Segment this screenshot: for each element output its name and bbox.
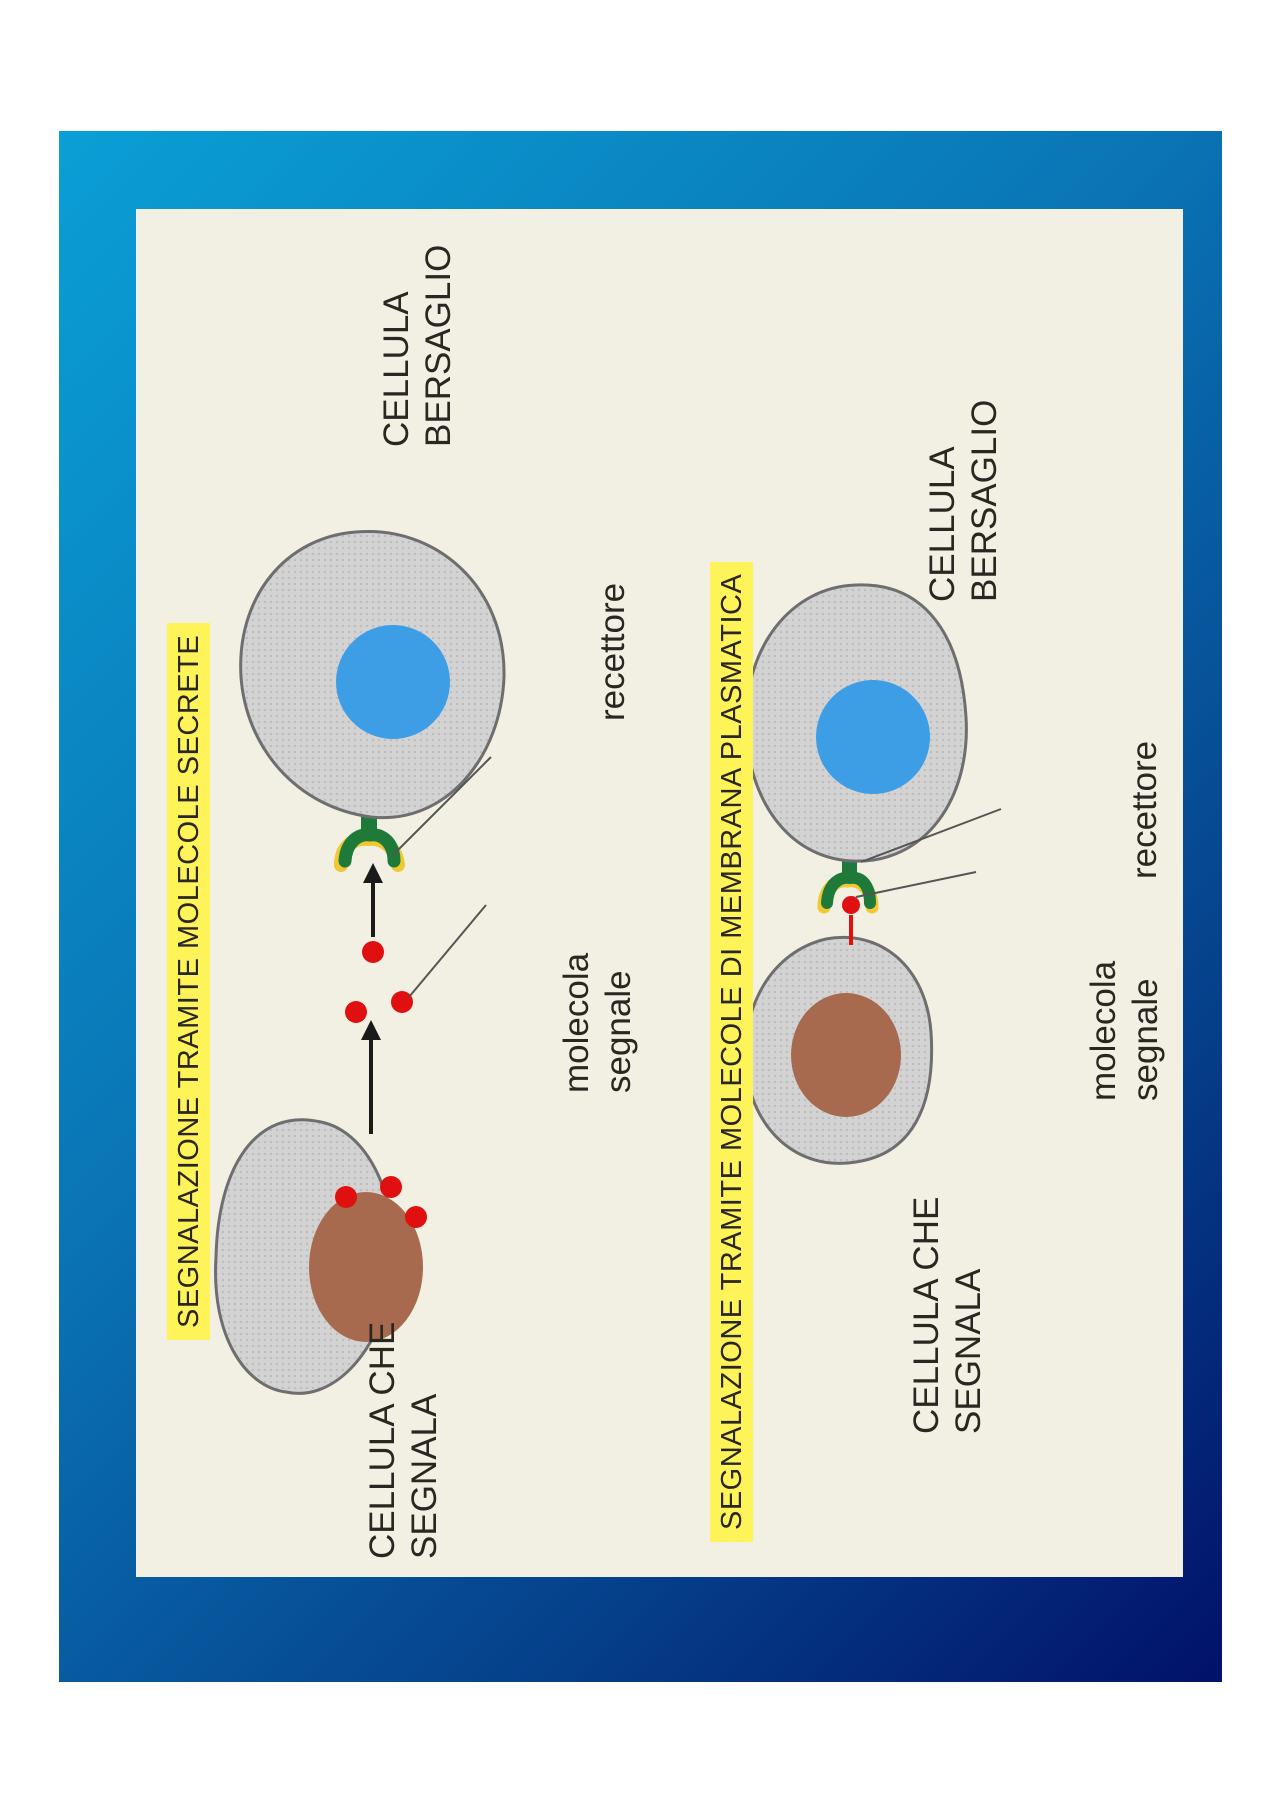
bottom-signal-nucleus (791, 993, 901, 1117)
top-free-molecule (391, 991, 413, 1013)
cell-diagram (214, 529, 1002, 1395)
label-bottom-molecule: molecola segnale (1084, 960, 1165, 1101)
top-free-molecule (362, 941, 384, 963)
slide-background: SEGNALAZIONE TRAMITE MOLECOLE SECRETE SE… (59, 131, 1222, 1682)
top-free-molecule (345, 1001, 367, 1023)
top-receptor (334, 815, 405, 872)
label-top-molecule: molecola segnale (557, 952, 638, 1093)
top-target-cell (239, 529, 506, 820)
label-top-signal-cell: CELLULA CHE SEGNALA (363, 1321, 444, 1559)
diagram-panel: SEGNALAZIONE TRAMITE MOLECOLE SECRETE SE… (136, 209, 1183, 1577)
top-inner-molecule (405, 1206, 427, 1228)
label-top-receptor: recettore (593, 582, 632, 721)
bottom-signal-molecule (842, 896, 860, 945)
top-inner-molecule (335, 1186, 357, 1208)
label-top-target-cell: CELLULA BERSAGLIO (377, 244, 458, 447)
bottom-molecule-leader (855, 871, 977, 898)
bottom-target-nucleus (816, 680, 930, 794)
label-bottom-signal-cell: CELLULA CHE SEGNALA (907, 1196, 988, 1434)
top-molecule-leader (408, 904, 487, 998)
heading-membrane-molecules: SEGNALAZIONE TRAMITE MOLECOLE DI MEMBRAN… (710, 561, 753, 1542)
rotated-figure: SEGNALAZIONE TRAMITE MOLECOLE SECRETE SE… (136, 209, 1183, 1577)
label-bottom-receptor: recettore (1125, 740, 1164, 879)
top-inner-molecule (380, 1176, 402, 1198)
label-bottom-target-cell: CELLULA BERSAGLIO (923, 399, 1004, 602)
top-signal-cell (214, 1118, 427, 1395)
top-signal-nucleus (309, 1192, 423, 1342)
bottom-target-cell (744, 583, 968, 863)
heading-secreted-molecules: SEGNALAZIONE TRAMITE MOLECOLE SECRETE (167, 622, 210, 1340)
top-receptor-leader (392, 756, 492, 856)
bottom-receptor-leader (860, 808, 1002, 863)
bottom-signal-cell (743, 936, 934, 1165)
top-target-nucleus (336, 625, 450, 739)
